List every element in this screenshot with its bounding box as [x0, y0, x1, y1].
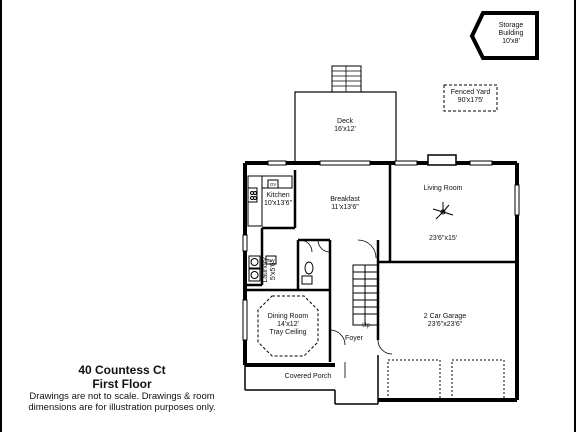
disclaimer-line-2: dimensions are for illustration purposes…: [28, 402, 216, 413]
floor-title: First Floor: [92, 377, 152, 391]
oven-label: OV: [266, 182, 280, 187]
laundry-appliances: [248, 255, 277, 282]
storage-building-label: Storage Building 10'x8': [488, 22, 534, 46]
storage-size: 10'x8': [502, 38, 520, 45]
breakfast-size: 11'x13'6": [331, 204, 359, 211]
storage-name-2: Building: [498, 30, 524, 37]
dining-room-name: Dining Room: [267, 313, 309, 320]
ceiling-fan-icon: [432, 202, 454, 220]
breakfast-label: Breakfast 11'x13'6": [318, 196, 372, 212]
kitchen-label: Kitchen 10'x13'6": [258, 192, 298, 208]
dishwasher-text: DW: [267, 258, 275, 263]
floor-plan-caption: 40 Countess Ct First Floor Drawings are …: [22, 363, 222, 414]
fireplace: [427, 154, 457, 166]
fenced-yard-box: [443, 84, 498, 112]
dining-room-size: 14'x12': [277, 321, 299, 328]
foyer-label: Foyer: [338, 335, 370, 343]
covered-porch-outline: [244, 355, 379, 405]
deck-name: Deck: [337, 118, 353, 125]
garage-doors: [387, 359, 505, 401]
laundry-label: Laundry 5'x5'6": [262, 250, 278, 290]
powder-room-fixtures: [299, 239, 331, 285]
living-room-name: Living Room: [423, 185, 463, 192]
stairs-up-text: Up: [362, 323, 370, 329]
living-room-size-label: 23'6"x15': [413, 235, 473, 243]
stairs-up-label: Up: [356, 322, 376, 330]
living-room-label: Living Room: [413, 185, 473, 193]
disclaimer-line-1: Drawings are not to scale. Drawings & ro…: [29, 391, 215, 402]
kitchen-counters: [247, 175, 293, 227]
fenced-yard-name: Fenced Yard: [450, 89, 491, 96]
storage-name-1: Storage: [498, 22, 524, 29]
tray-ceiling-outline: [257, 295, 319, 357]
dishwasher-label: DW: [264, 258, 278, 263]
windows: [242, 160, 520, 341]
oven-text: OV: [269, 182, 277, 187]
garage-size: 23'6"x23'6": [427, 321, 463, 328]
dining-room-label: Dining Room 14'x12' Tray Ceiling: [258, 313, 318, 337]
covered-porch-label: Covered Porch: [268, 373, 348, 381]
foyer-name: Foyer: [345, 335, 363, 342]
door-swings: [329, 239, 393, 378]
dining-room-note: Tray Ceiling: [269, 329, 307, 336]
fenced-yard-label: Fenced Yard 90'x175': [444, 89, 497, 105]
living-room-size: 23'6"x15': [428, 235, 458, 242]
storage-building-outline: [469, 11, 539, 60]
garage-label: 2 Car Garage 23'6"x23'6": [412, 313, 478, 329]
fenced-yard-size: 90'x175': [457, 97, 484, 104]
deck-size: 16'x12': [334, 126, 356, 133]
kitchen-size: 10'x13'6": [263, 200, 293, 207]
deck-label: Deck 16'x12': [320, 118, 370, 134]
staircase: [352, 264, 379, 326]
deck-stairs: [331, 65, 362, 93]
covered-porch-name: Covered Porch: [284, 373, 332, 380]
garage-name: 2 Car Garage: [423, 313, 467, 320]
address-title: 40 Countess Ct: [78, 363, 166, 377]
kitchen-name: Kitchen: [266, 192, 290, 199]
breakfast-name: Breakfast: [330, 196, 360, 203]
